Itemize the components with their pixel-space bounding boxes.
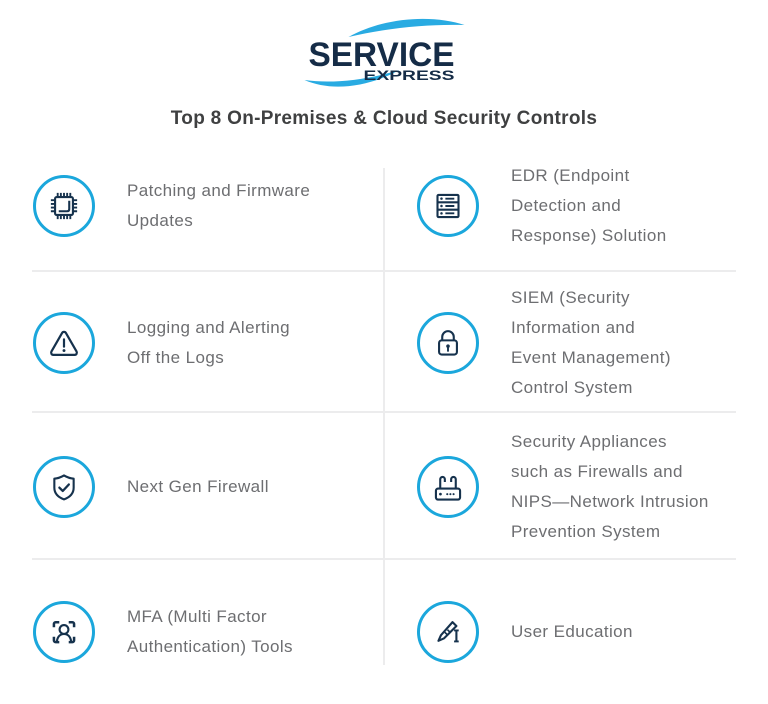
router-icon <box>417 455 479 518</box>
face-scan-icon <box>33 601 95 663</box>
logo-text-primary: SERVICE <box>309 36 455 74</box>
service-express-logo: SERVICE EXPRESS <box>297 8 472 97</box>
row: MFA (Multi Factor Authentication) Tools … <box>0 560 768 704</box>
item-appliances: Security Appliances such as Firewalls an… <box>384 413 768 560</box>
page-title: Top 8 On-Premises & Cloud Security Contr… <box>170 108 598 129</box>
row: Patching and Firmware Updates EDR (Endpo… <box>0 140 768 272</box>
pen-writing-icon <box>417 601 479 663</box>
item-label: Logging and Alerting Off the Logs <box>127 317 291 367</box>
item-mfa: MFA (Multi Factor Authentication) Tools <box>0 560 384 704</box>
item-logging: Logging and Alerting Off the Logs <box>0 272 384 413</box>
item-edr: EDR (Endpoint Detection and Response) So… <box>384 140 768 272</box>
item-label: Security Appliances such as Firewalls an… <box>511 431 709 541</box>
chip-icon <box>33 175 95 237</box>
column-divider <box>383 168 385 665</box>
item-label: EDR (Endpoint Detection and Response) So… <box>511 166 667 245</box>
service-express-logo-icon: SERVICE EXPRESS <box>304 18 465 87</box>
item-label: MFA (Multi Factor Authentication) Tools <box>127 607 293 656</box>
shield-check-icon <box>33 455 95 518</box>
item-siem: SIEM (Security Information and Event Man… <box>384 272 768 413</box>
logo-swoosh-bottom <box>304 70 400 87</box>
logo-text-secondary: EXPRESS <box>364 68 455 83</box>
item-label: Next Gen Firewall <box>127 476 269 496</box>
warning-triangle-icon <box>33 311 95 374</box>
logo-swoosh-top <box>348 18 465 37</box>
server-rack-icon <box>417 175 479 237</box>
item-label: Patching and Firmware Updates <box>127 181 311 230</box>
item-user-education: User Education <box>384 560 768 704</box>
item-patching: Patching and Firmware Updates <box>0 140 384 272</box>
item-label: User Education <box>511 622 633 641</box>
item-label: SIEM (Security Information and Event Man… <box>511 287 671 397</box>
lock-icon <box>417 311 479 374</box>
controls-grid: Patching and Firmware Updates EDR (Endpo… <box>0 140 768 704</box>
item-firewall: Next Gen Firewall <box>0 413 384 560</box>
